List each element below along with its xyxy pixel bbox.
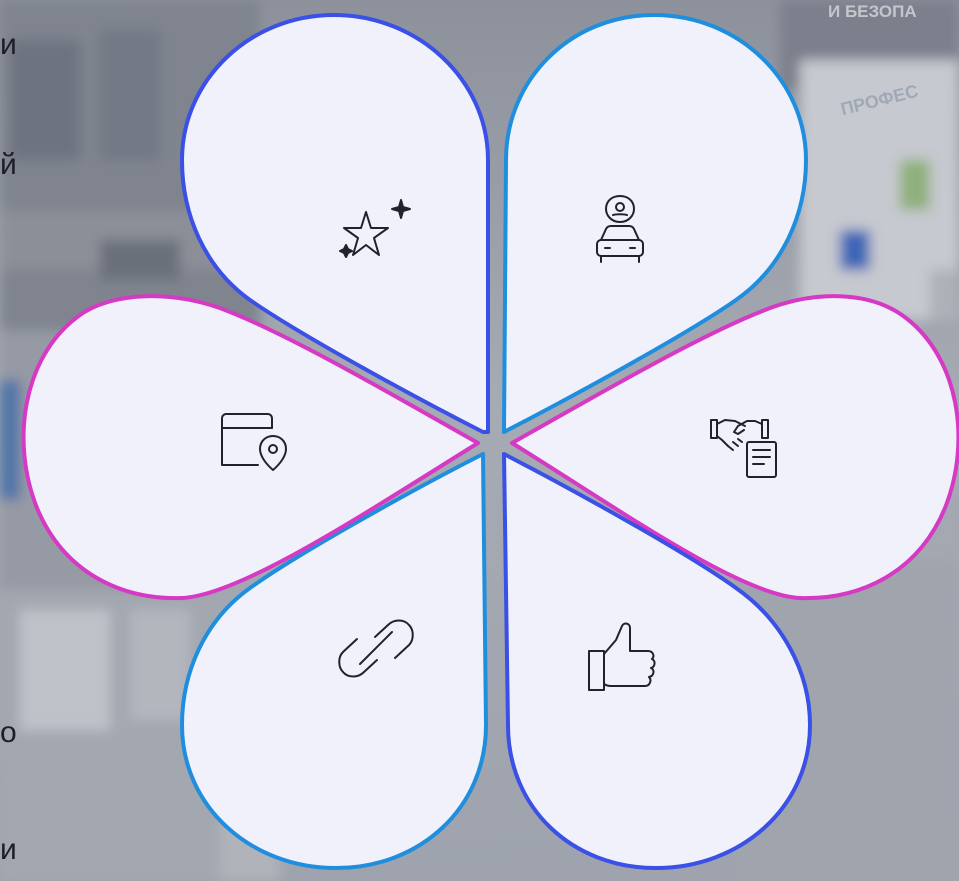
calendar-location-icon xyxy=(221,413,287,471)
petal-top-right xyxy=(502,13,808,434)
petal-top-left xyxy=(180,13,490,434)
background-text-fragment: и xyxy=(0,833,17,866)
sparkle-stars-icon xyxy=(339,199,411,258)
background-sign-text: И БЕЗОПА xyxy=(828,2,917,21)
background-text-fragment: и xyxy=(0,28,17,61)
petal-bottom-left xyxy=(180,452,488,870)
background-text-fragment: й xyxy=(0,148,17,181)
car-location-pin-icon xyxy=(596,195,644,263)
handshake-document-icon xyxy=(710,419,777,478)
thumbs-up-icon xyxy=(588,622,656,691)
petal-bottom-right xyxy=(502,452,812,870)
petal-right xyxy=(510,294,959,601)
petal-left xyxy=(21,294,480,601)
chain-link-icon xyxy=(338,619,414,678)
background-text-fragment: о xyxy=(0,716,17,749)
